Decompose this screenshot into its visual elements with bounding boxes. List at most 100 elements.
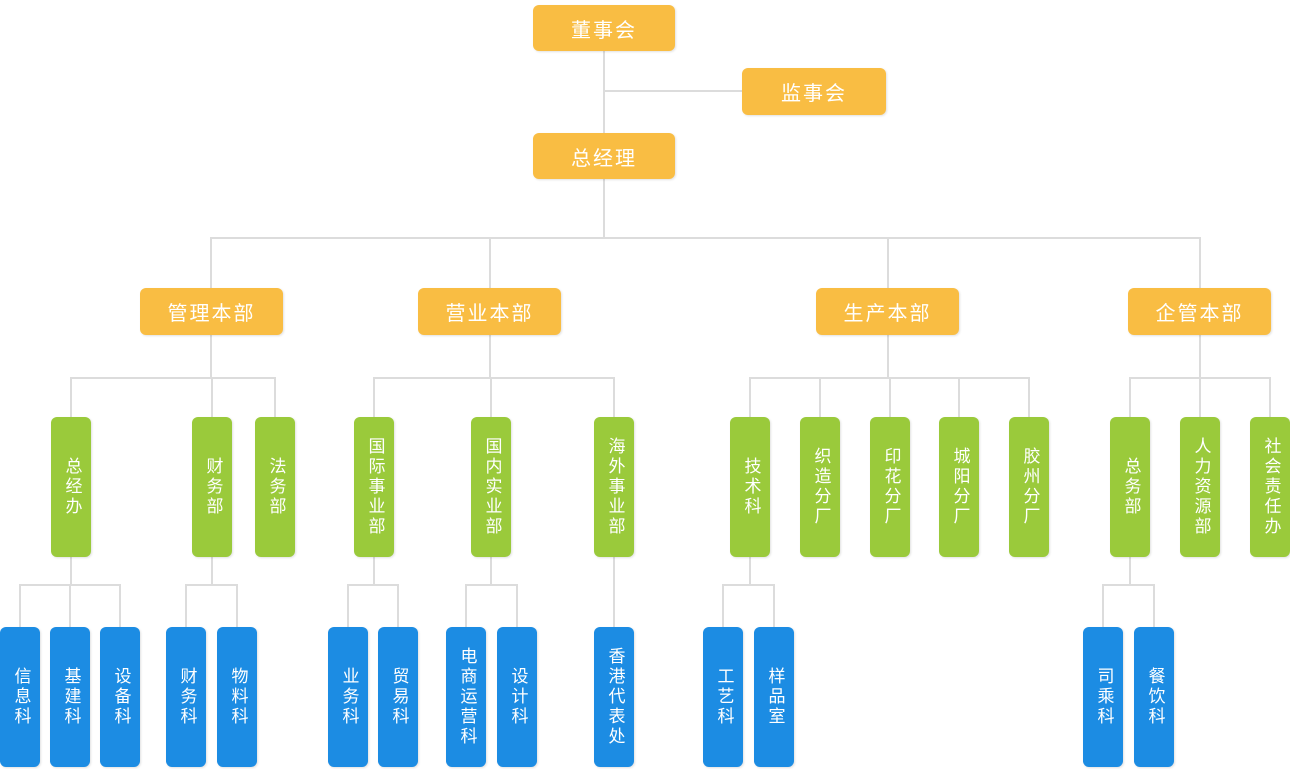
connector-line <box>819 379 821 417</box>
connector-line <box>887 335 889 378</box>
connector-line <box>1102 586 1104 627</box>
supervisory-board-node: 监事会 <box>742 68 886 115</box>
department-node: 技术科 <box>730 417 770 557</box>
connector-line <box>749 557 751 585</box>
connector-line <box>70 557 72 585</box>
department-label: 总务部 <box>1120 457 1141 517</box>
connector-line <box>1129 377 1271 379</box>
section-label: 工艺科 <box>713 667 734 727</box>
board-node: 董事会 <box>533 5 675 51</box>
connector-line <box>489 239 491 288</box>
section-label: 物料科 <box>227 667 248 727</box>
section-label: 基建科 <box>60 667 81 727</box>
department-label: 城阳分厂 <box>949 447 970 527</box>
department-node: 法务部 <box>255 417 295 557</box>
department-label: 胶州分厂 <box>1019 447 1040 527</box>
section-node: 工艺科 <box>703 627 743 767</box>
division-node-sales: 营业本部 <box>418 288 561 335</box>
connector-line <box>1129 557 1131 585</box>
department-node: 胶州分厂 <box>1009 417 1049 557</box>
section-node: 贸易科 <box>378 627 418 767</box>
connector-line <box>1269 379 1271 417</box>
department-label: 织造分厂 <box>810 447 831 527</box>
department-label: 总经办 <box>61 457 82 517</box>
connector-line <box>397 586 399 627</box>
department-node: 海外事业部 <box>594 417 634 557</box>
connector-line <box>958 379 960 417</box>
connector-line <box>70 377 276 379</box>
department-label: 海外事业部 <box>604 437 625 537</box>
department-label: 国际事业部 <box>364 437 385 537</box>
department-node: 总经办 <box>51 417 91 557</box>
connector-line <box>1102 584 1155 586</box>
connector-line <box>1199 379 1201 417</box>
department-label: 法务部 <box>265 457 286 517</box>
connector-line <box>722 584 775 586</box>
connector-line <box>373 379 375 417</box>
section-node: 司乘科 <box>1083 627 1123 767</box>
department-label: 人力资源部 <box>1190 437 1211 537</box>
connector-line <box>70 379 72 417</box>
section-node: 物料科 <box>217 627 257 767</box>
section-node: 样品室 <box>754 627 794 767</box>
connector-line <box>465 586 467 627</box>
connector-line <box>373 377 615 379</box>
connector-line <box>465 584 518 586</box>
connector-line <box>211 557 213 585</box>
section-label: 业务科 <box>338 667 359 727</box>
connector-line <box>1199 239 1201 288</box>
connector-line <box>185 586 187 627</box>
department-label: 国内实业部 <box>481 437 502 537</box>
connector-line <box>489 335 491 378</box>
section-node: 财务科 <box>166 627 206 767</box>
connector-line <box>516 586 518 627</box>
connector-line <box>889 379 891 417</box>
section-node: 设备科 <box>100 627 140 767</box>
section-label: 信息科 <box>10 667 31 727</box>
connector-line <box>604 90 742 92</box>
connector-line <box>185 584 238 586</box>
division-node-enterprise: 企管本部 <box>1128 288 1271 335</box>
department-node: 人力资源部 <box>1180 417 1220 557</box>
connector-line <box>603 179 605 239</box>
section-label: 设备科 <box>110 667 131 727</box>
department-label: 社会责任办 <box>1260 437 1281 537</box>
connector-line <box>490 379 492 417</box>
section-label: 香港代表处 <box>604 647 625 747</box>
department-node: 国内实业部 <box>471 417 511 557</box>
department-node: 总务部 <box>1110 417 1150 557</box>
connector-line <box>210 335 212 378</box>
connector-line <box>347 584 399 586</box>
connector-line <box>373 557 375 585</box>
connector-line <box>1028 379 1030 417</box>
section-label: 贸易科 <box>388 667 409 727</box>
division-node-production: 生产本部 <box>816 288 959 335</box>
section-label: 设计科 <box>507 667 528 727</box>
section-label: 餐饮科 <box>1144 667 1165 727</box>
connector-line <box>19 586 21 627</box>
division-node-management: 管理本部 <box>140 288 283 335</box>
department-label: 技术科 <box>740 457 761 517</box>
connector-line <box>210 237 1201 239</box>
connector-line <box>347 586 349 627</box>
department-node: 城阳分厂 <box>939 417 979 557</box>
department-node: 印花分厂 <box>870 417 910 557</box>
department-node: 织造分厂 <box>800 417 840 557</box>
department-node: 社会责任办 <box>1250 417 1290 557</box>
connector-line <box>613 379 615 417</box>
connector-line <box>490 557 492 585</box>
section-label: 司乘科 <box>1093 667 1114 727</box>
connector-line <box>69 586 71 627</box>
connector-line <box>1129 379 1131 417</box>
department-node: 财务部 <box>192 417 232 557</box>
connector-line <box>210 239 212 288</box>
connector-line <box>613 557 615 627</box>
connector-line <box>749 379 751 417</box>
department-label: 印花分厂 <box>880 447 901 527</box>
connector-line <box>211 379 213 417</box>
connector-line <box>1153 586 1155 627</box>
section-label: 电商运营科 <box>456 647 477 747</box>
connector-line <box>274 379 276 417</box>
connector-line <box>19 584 121 586</box>
